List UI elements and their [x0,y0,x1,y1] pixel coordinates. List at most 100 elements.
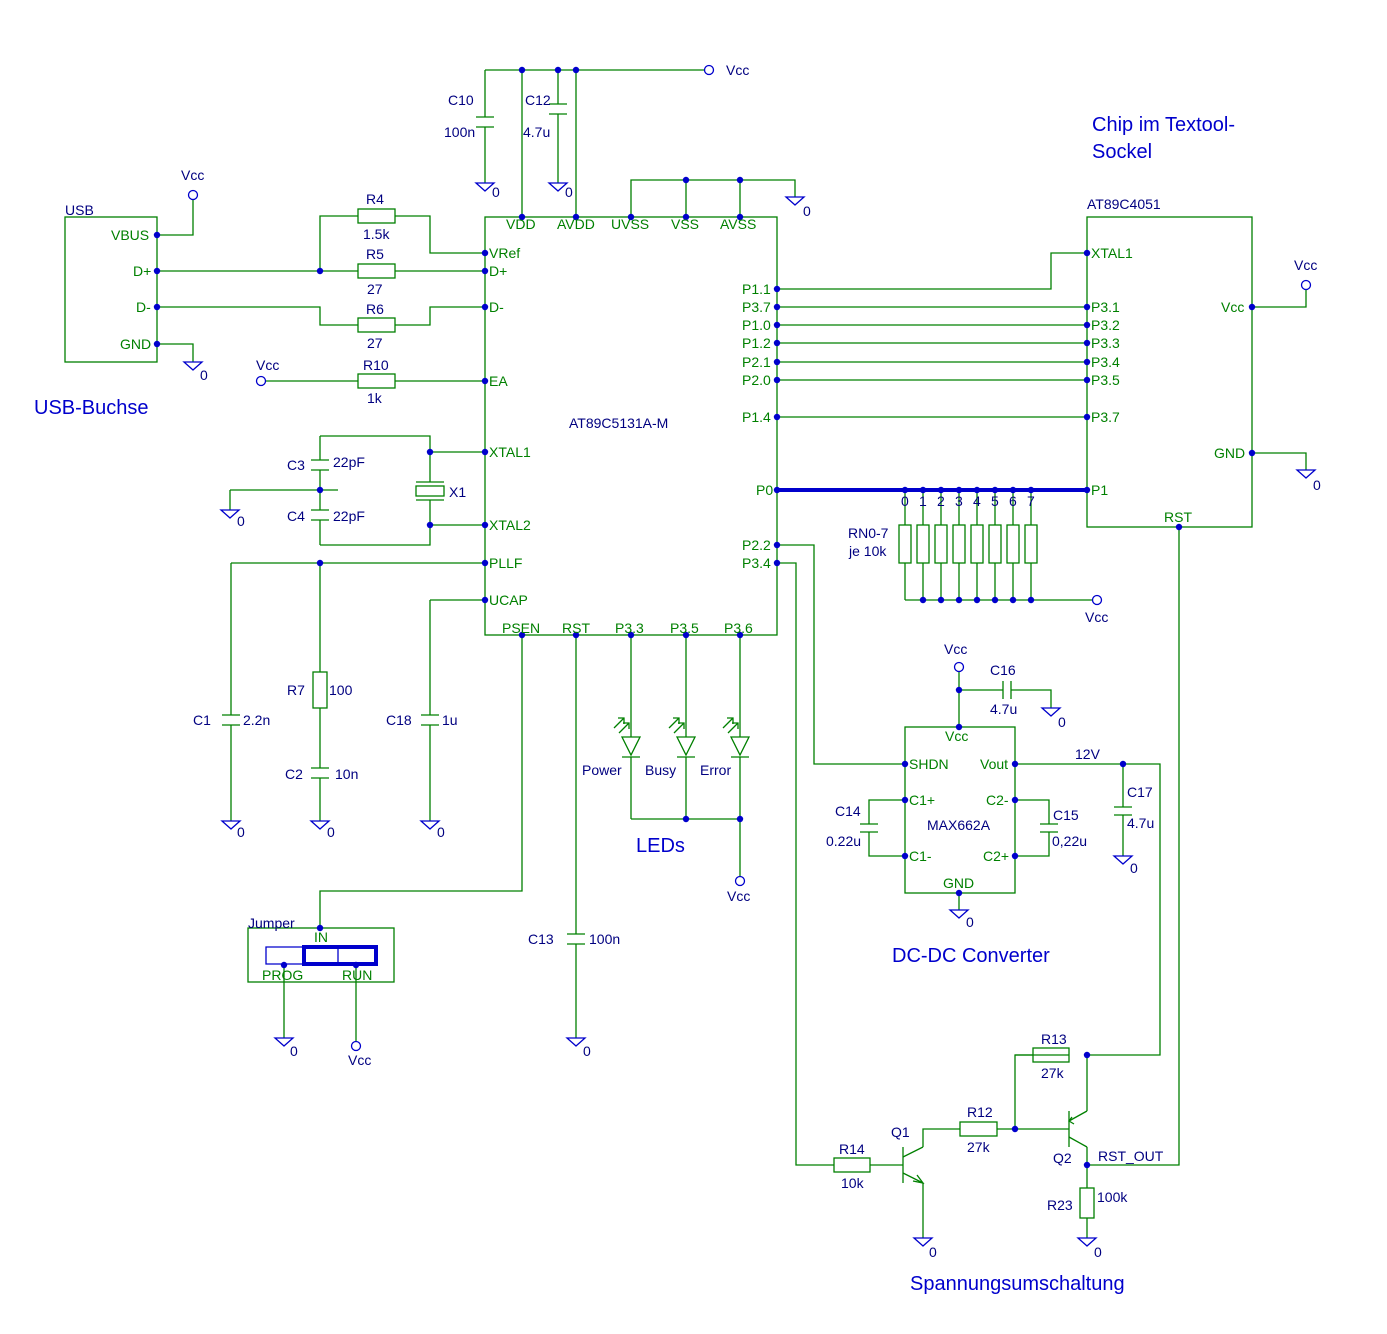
target-pin-p33: P3.3 [1091,335,1120,351]
target-pin-p35: P3.5 [1091,372,1120,388]
resistor-network-rn0-7 [898,524,1038,564]
pin-p36: P3.6 [724,620,753,636]
capacitor-c13 [567,933,585,945]
gnd-label-c16: 0 [1058,714,1066,730]
pin-avdd: AVDD [557,216,595,232]
usb-connector-box [64,216,158,363]
pin-xtal2: XTAL2 [489,517,531,533]
jumper-title: Jumper [248,915,295,931]
pin-xtal1: XTAL1 [489,444,531,460]
pin-p0: P0 [756,482,773,498]
r13-value: 27k [1041,1065,1065,1081]
c10-value: 100n [444,124,475,140]
dcdc-pins: Vcc SHDN Vout C1+ C2- C1- C2+ GND [909,728,1009,891]
rn-index-5: 5 [991,493,999,509]
dcdc-pin-c2plus: C2+ [983,848,1009,864]
gnd-label-c1: 0 [237,824,245,840]
q1-ref: Q1 [891,1124,910,1140]
jumper-switch[interactable] [265,945,378,966]
target-pin-p34: P3.4 [1091,354,1120,370]
rn-index-2: 2 [937,493,945,509]
jumper-prog: PROG [262,967,303,983]
main-chip-top-pins: VDD AVDD UVSS VSS AVSS [506,216,756,232]
component-labels: R4 1.5k R5 27 R6 27 R10 1k C10 100n C12 … [193,92,1164,1213]
gnd-label-xtal: 0 [237,513,245,529]
target-pin-vcc: Vcc [1221,299,1244,315]
target-pin-p1: P1 [1091,482,1108,498]
r5-ref: R5 [366,246,384,262]
r7-ref: R7 [287,682,305,698]
pin-vss: VSS [671,216,699,232]
transistor-q2 [1068,1110,1088,1148]
crystal-x1 [415,481,445,501]
capacitor-c17 [1114,806,1132,816]
pin-p22: P2.2 [742,537,771,553]
c17-value: 4.7u [1127,815,1154,831]
pin-p35: P3.5 [670,620,699,636]
pin-uvss: UVSS [611,216,649,232]
rn-index-6: 6 [1009,493,1017,509]
pin-p10: P1.0 [742,317,771,333]
dcdc-pin-vcc: Vcc [945,728,968,744]
r13-ref: R13 [1041,1031,1067,1047]
led-power-label: Power [582,762,622,778]
pin-p21: P2.1 [742,354,771,370]
pin-avss: AVSS [720,216,756,232]
capacitor-c15 [1040,823,1058,833]
r6-value: 27 [367,335,383,351]
gnd-label-target: 0 [1313,477,1321,493]
dcdc-pin-shdn: SHDN [909,756,949,772]
capacitor-c2 [311,767,329,779]
rn-index-3: 3 [955,493,963,509]
jumper-in: IN [314,929,328,945]
capacitor-c10 [476,116,494,128]
pin-p20: P2.0 [742,372,771,388]
ground-symbols [182,182,1317,1247]
vcc-label-usb: Vcc [181,167,204,183]
c12-value: 4.7u [523,124,550,140]
pin-vdd: VDD [506,216,536,232]
r14-ref: R14 [839,1141,865,1157]
c1-ref: C1 [193,712,211,728]
main-chip-bottom-pins: PSEN RST P3.3 P3.5 P3.6 [502,620,753,636]
gnd-label-vss: 0 [803,203,811,219]
capacitor-c4 [311,509,329,521]
heading-dcdc: DC-DC Converter [892,945,1050,967]
dcdc-pin-c1plus: C1+ [909,792,935,808]
pin-p33: P3.3 [615,620,644,636]
x1-ref: X1 [449,484,466,500]
pin-vref: VRef [489,245,520,261]
usb-pin-labels: VBUS D+ D- GND [111,227,151,352]
gnd-label-q1: 0 [929,1244,937,1260]
led-busy [668,717,697,758]
r14-value: 10k [841,1175,865,1191]
capacitor-c12 [549,103,567,115]
c12-ref: C12 [525,92,551,108]
usb-pin-gnd: GND [120,336,151,352]
c14-value: 0.22u [826,833,861,849]
led-error [722,717,751,758]
usb-name: USB [65,202,94,218]
c15-value: 0,22u [1052,833,1087,849]
resistor-r10 [357,373,396,389]
resistor-r5 [357,263,396,279]
vcc-label-target: Vcc [1294,257,1317,273]
resistors [312,208,1095,1219]
vcc-label-dcdc: Vcc [944,641,967,657]
c3-ref: C3 [287,457,305,473]
jumper-run: RUN [342,967,372,983]
gnd-label-c17: 0 [1130,860,1138,876]
pin-rst: RST [562,620,590,636]
c15-ref: C15 [1053,807,1079,823]
gnd-label-dcdc: 0 [966,914,974,930]
resistor-r6 [357,317,396,333]
pin-ea: EA [489,373,508,389]
c13-value: 100n [589,931,620,947]
r4-value: 1.5k [363,226,390,242]
rn-ref: RN0-7 [848,525,889,541]
r23-ref: R23 [1047,1197,1073,1213]
vcc-labels: Vcc Vcc Vcc Vcc Vcc Vcc Vcc Vcc [181,62,1317,1068]
c18-ref: C18 [386,712,412,728]
r10-ref: R10 [363,357,389,373]
resistor-r12 [959,1121,998,1137]
